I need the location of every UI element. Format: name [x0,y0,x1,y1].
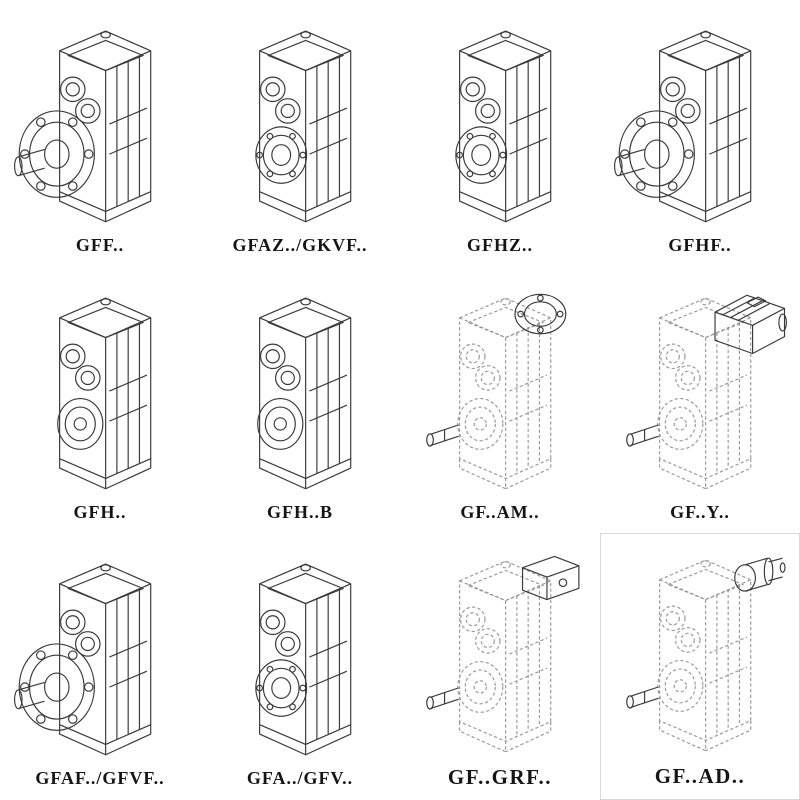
model-label: GF..GRF.. [447,764,553,789]
model-label: GFAF../GFVF.. [35,768,165,789]
model-label: GF..AM.. [460,501,540,522]
model-label: GFA../GFV.. [246,768,354,789]
catalog-item: GFA../GFV.. [200,533,400,800]
model-label: GFAZ../GKVF.. [232,235,368,256]
gearbox-drawing-dashed-motor [606,284,794,500]
catalog-item: GFH.. [0,267,200,534]
catalog-item: GFF.. [0,0,200,267]
gearbox-drawing-hollow [406,17,594,233]
model-label: GFHF.. [668,235,732,256]
catalog-item: GF..AM.. [400,267,600,534]
catalog-item: GFAZ../GKVF.. [200,0,400,267]
model-label: GFHZ.. [466,235,533,256]
gearbox-drawing-flange [606,17,794,233]
catalog-item: GFH..B [200,267,400,534]
gearbox-drawing-flange [6,17,194,233]
catalog-item: GFAF../GFVF.. [0,533,200,800]
gearbox-drawing-dashed-block [406,547,594,763]
model-label: GF..AD.. [654,763,746,788]
gearbox-drawing-dashed-flange [406,284,594,500]
gearbox-drawing-hollow [206,550,394,766]
gearbox-drawing-hollow [206,17,394,233]
catalog-item: GF..Y.. [600,267,800,534]
catalog-item: GF..GRF.. [400,533,600,800]
catalog-item: GF..AD.. [600,533,800,800]
gearbox-drawing-plain [6,284,194,500]
gearbox-drawing-flange [6,550,194,766]
catalog-item: GFHF.. [600,0,800,267]
catalog-item: GFHZ.. [400,0,600,267]
model-label: GF..Y.. [670,501,730,522]
model-label: GFH..B [266,501,333,522]
model-label: GFF.. [75,235,125,256]
gearbox-drawing-plain [206,284,394,500]
model-label: GFH.. [73,501,127,522]
gearbox-drawing-dashed-adapter [606,546,794,762]
